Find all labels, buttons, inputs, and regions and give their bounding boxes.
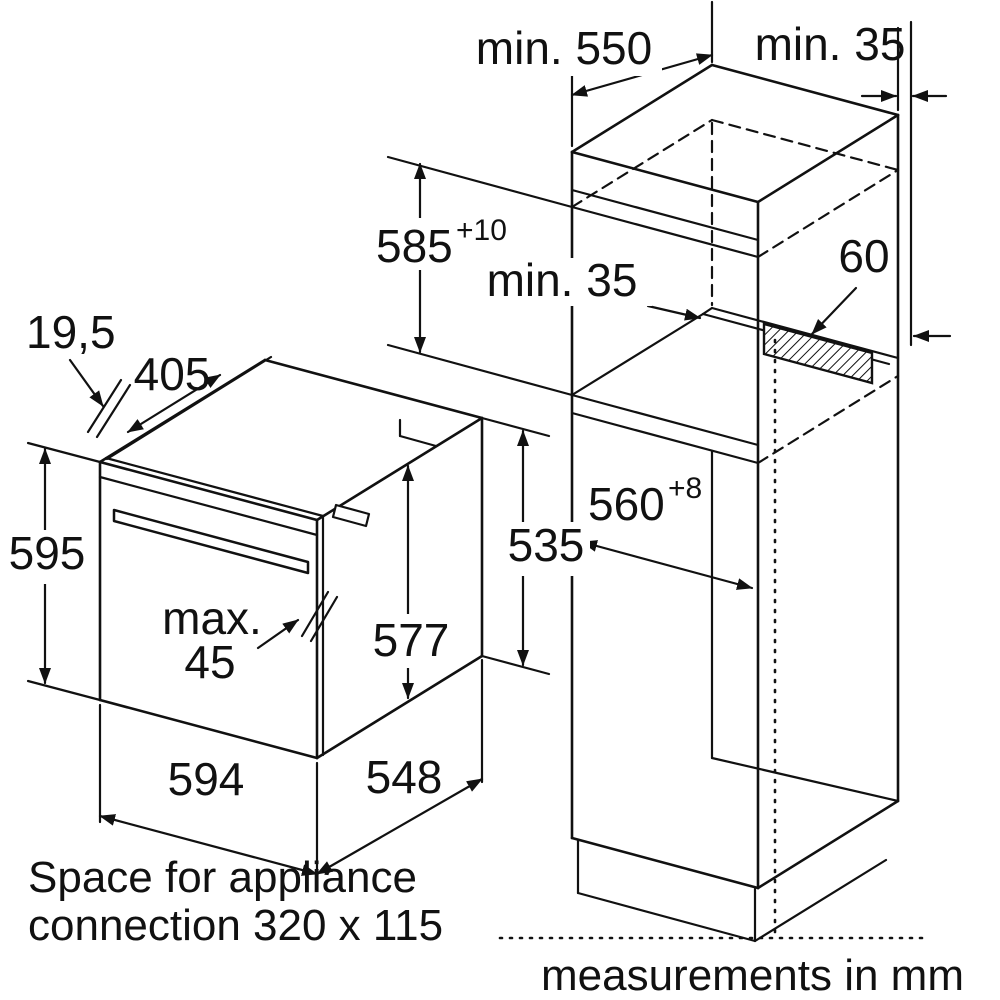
door-overhang-label: 19,5 [26, 306, 116, 358]
label-mask [504, 522, 590, 576]
leader-dotted [498, 338, 932, 940]
door-protrusion-max-label: max. [162, 592, 262, 644]
niche-width-tolerance: +8 [668, 472, 702, 505]
oven-width-label: 594 [168, 753, 245, 805]
niche-height-label: 585 [376, 220, 453, 272]
oven-body-height-label: 577 [373, 614, 450, 666]
top-recess-label: 405 [134, 348, 211, 400]
units-note: measurements in mm [541, 951, 964, 1000]
vent-gap-label: 60 [838, 230, 889, 282]
oven-labels: 19,5 405 595 max. 45 577 535 594 548 [4, 306, 590, 805]
rear-gap-label: min. 35 [487, 254, 638, 306]
cabinet-hidden-edges [570, 118, 900, 465]
connection-note: Space for appliance connection 320 x 115 [28, 853, 443, 950]
niche-width-label: 560 [588, 478, 665, 530]
connection-note-line2: connection 320 x 115 [28, 901, 443, 950]
oven-details [98, 355, 438, 757]
oven-dimension-lines [26, 358, 551, 880]
label-mask [582, 474, 708, 524]
cabinet-niche [570, 188, 900, 803]
vent-hatch [762, 322, 874, 385]
door-grip-slot [331, 503, 371, 528]
label-mask [476, 258, 652, 306]
cabinet-drawing: min. 550 min. 35 585 +10 min. 35 60 560 … [368, 0, 952, 943]
oven-side-height-label: 535 [508, 519, 585, 571]
oven-drawing: 19,5 405 595 max. 45 577 535 594 548 [4, 306, 590, 880]
label-mask [468, 26, 662, 76]
wall-gap-label: min. 35 [755, 18, 906, 70]
oven-door-handle [112, 508, 310, 575]
door-protrusion-value-label: 45 [184, 636, 235, 688]
connection-note-line1: Space for appliance [28, 853, 417, 902]
label-mask [372, 614, 452, 668]
niche-height-tolerance: +10 [456, 214, 507, 247]
cabinet-labels: min. 550 min. 35 585 +10 min. 35 60 560 … [368, 18, 905, 530]
niche-depth-label: min. 550 [476, 22, 652, 74]
units-note-label: measurements in mm [541, 951, 964, 1000]
oven-depth-label: 548 [366, 751, 443, 803]
oven-height-label: 595 [9, 527, 86, 579]
cabinet-outline [570, 63, 900, 943]
label-mask [4, 530, 92, 584]
